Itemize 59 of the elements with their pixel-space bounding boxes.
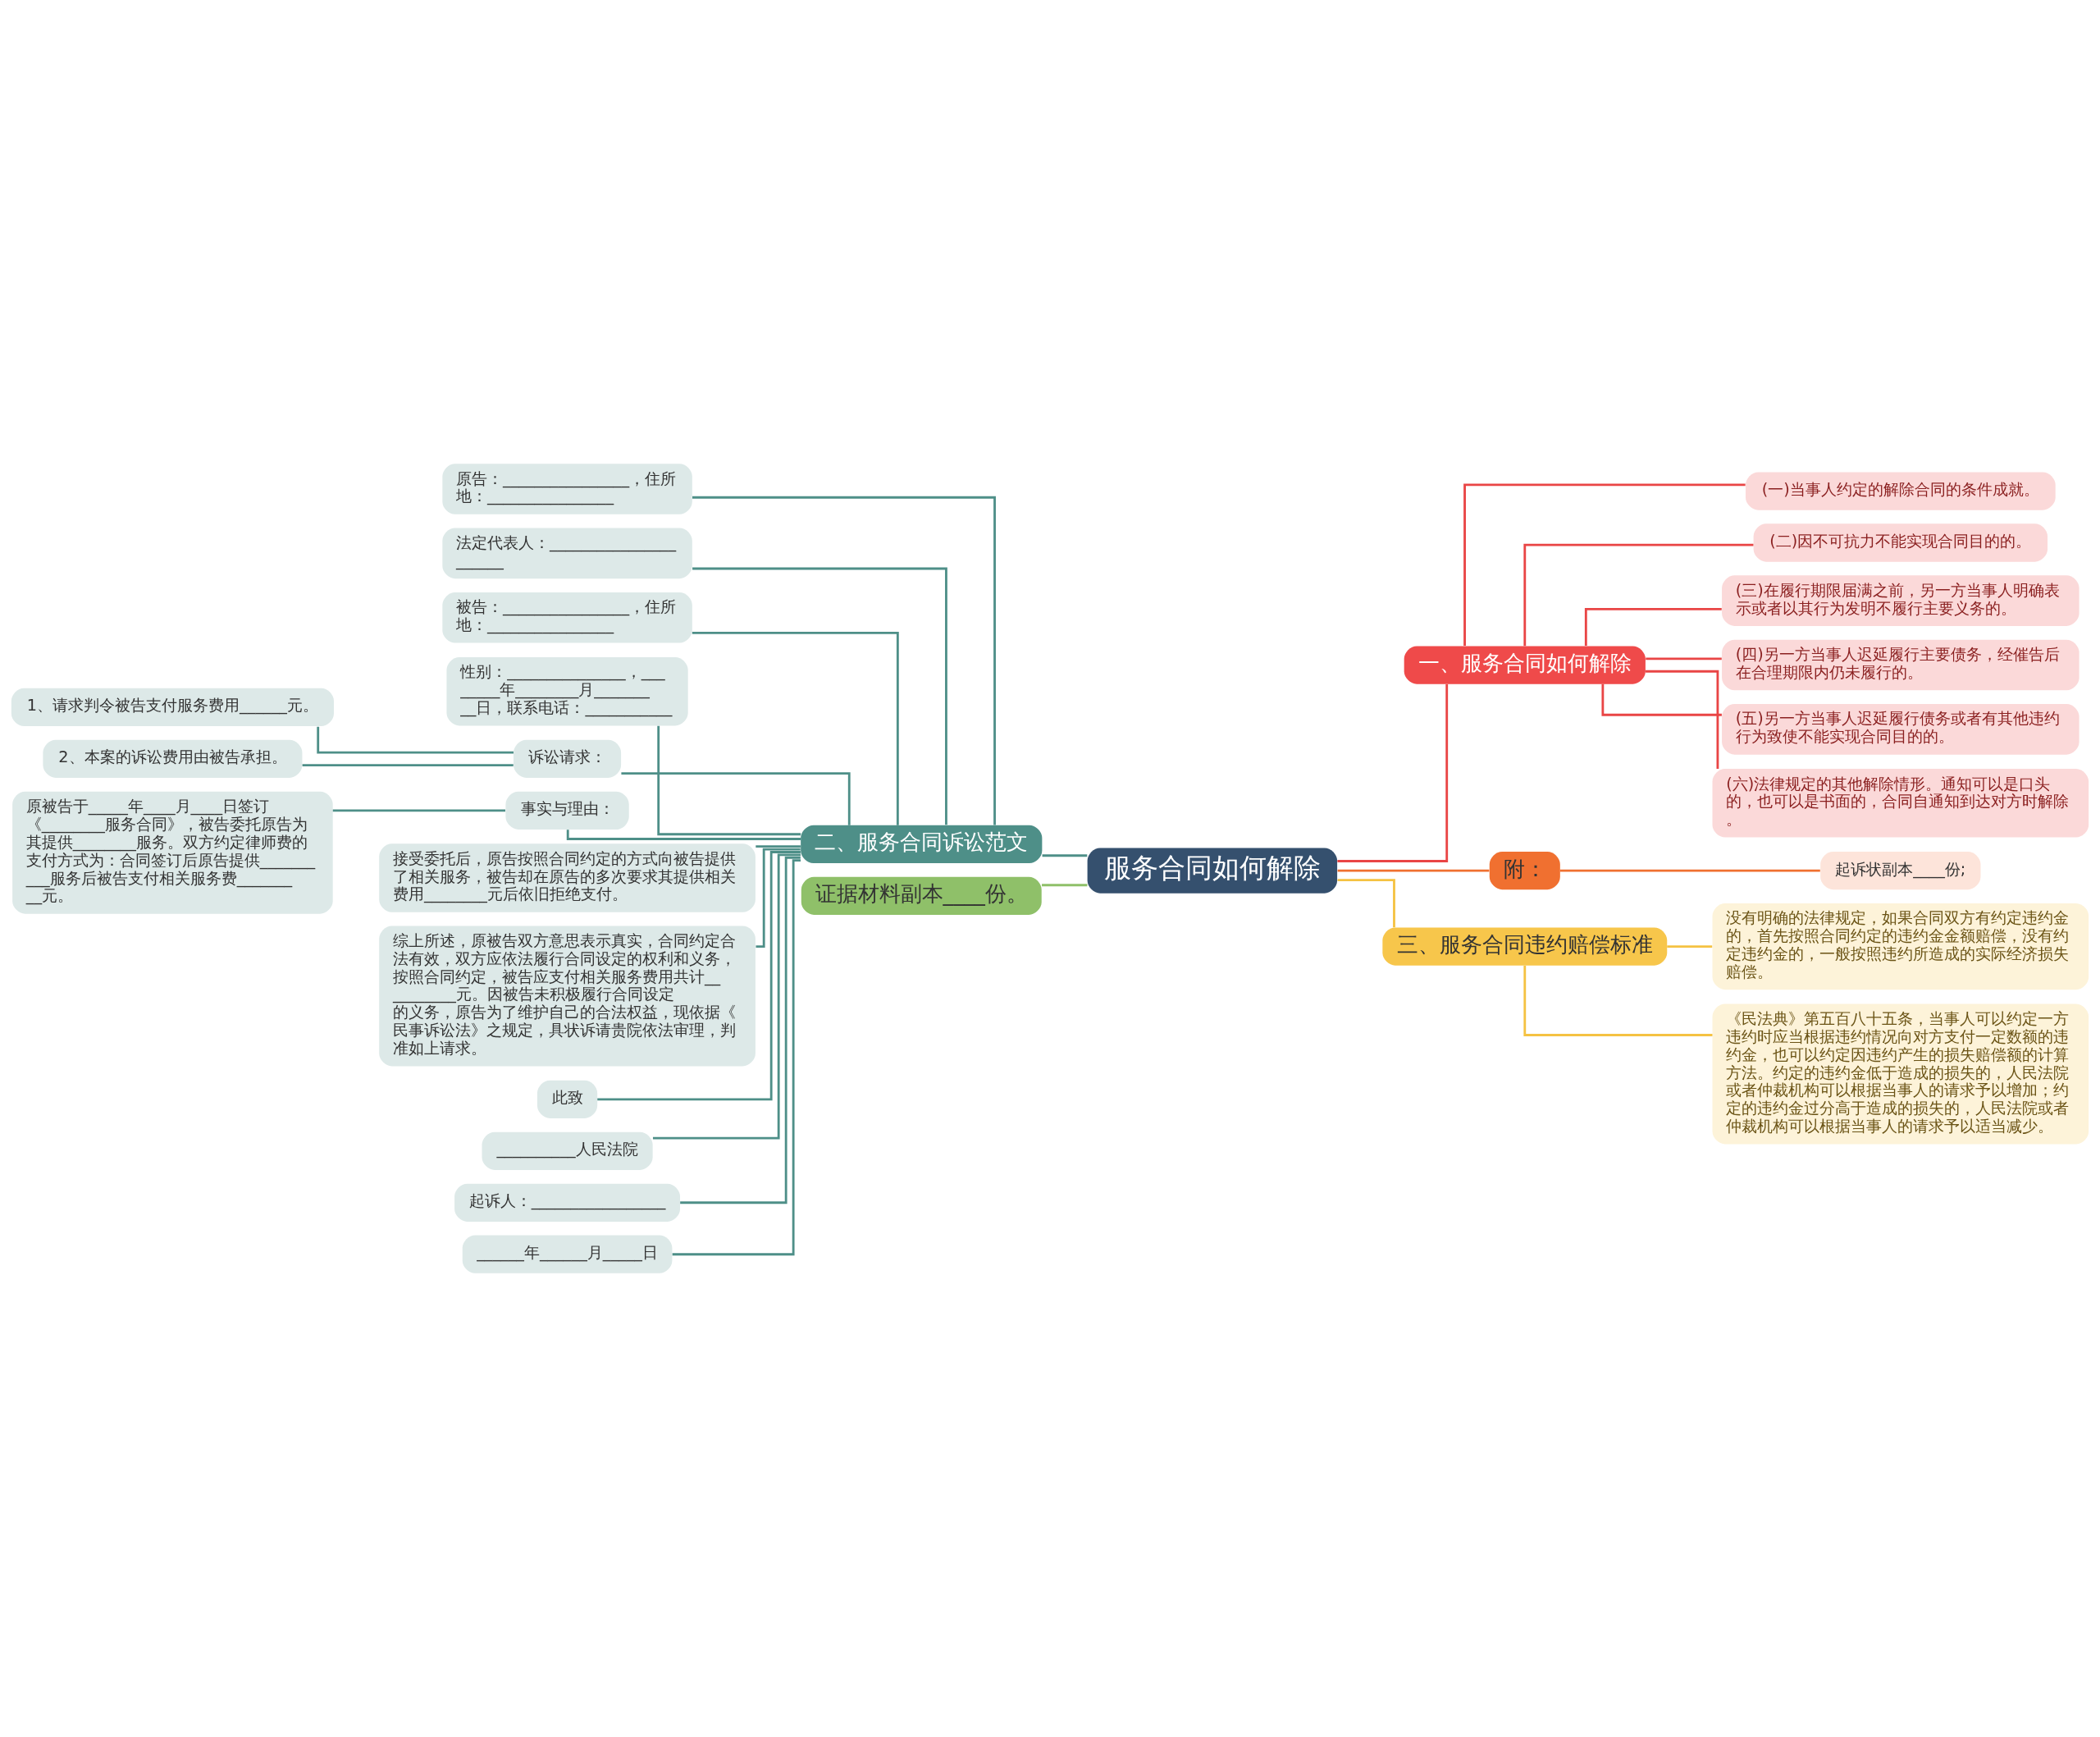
node-box: 此致 xyxy=(536,1080,598,1118)
node-box: 原告：________________，住所地：________________ xyxy=(442,464,692,514)
connector xyxy=(1559,869,1820,872)
connector xyxy=(657,725,801,836)
node-box: 诉讼请求： xyxy=(514,739,622,778)
connector xyxy=(317,726,514,754)
node-box: (五)另一方当事人迟延履行债务或者有其他违约行为致使不能实现合同目的的。 xyxy=(1722,704,2079,755)
connector xyxy=(652,853,801,1140)
connector xyxy=(1042,854,1088,857)
node-box: 附： xyxy=(1489,851,1560,890)
connector xyxy=(1337,869,1490,872)
connector xyxy=(1042,884,1088,887)
node-box: 性别：_______________，________年________月_________日，联系电话：___________ xyxy=(446,656,688,726)
node-box: 接受委托后，原告按照合同约定的方式向被告提供了相关服务，被告却在原告的多次要求其提供相关费用________元后依旧拒绝支付。 xyxy=(379,843,756,912)
node-box: ______年______月_____日 xyxy=(462,1235,673,1273)
connector xyxy=(1337,879,1395,928)
node-box: (六)法律规定的其他解除情形。通知可以是口头的，也可以是书面的，合同自通知到达对方时解除。 xyxy=(1712,769,2089,838)
connector xyxy=(1463,483,1746,646)
node-box: 起诉人：_________________ xyxy=(454,1183,681,1222)
node-box: 综上所述，原被告双方意思表示真实，合同约定合法有效，双方应依法履行合同设定的权利和义务，按照合同约定，被告应支付相关服务费用共计__________元。因被告未积极履行合同设定的义务，原告为了维护自己的合法权益，现依据《民事诉讼法》之规定，具状诉请贵院依法审理，判准如上请求。 xyxy=(379,926,756,1067)
node-box: (二)因不可抗力不能实现合同目的的。 xyxy=(1753,523,2048,562)
node-box: (一)当事人约定的解除合同的条件成就。 xyxy=(1745,472,2056,510)
node-box: 二、服务合同诉讼范文 xyxy=(801,825,1043,864)
connector xyxy=(597,851,801,1101)
connector xyxy=(756,848,801,948)
connector xyxy=(1667,945,1713,948)
connector xyxy=(1646,657,1722,661)
connector xyxy=(1523,543,1754,647)
connector xyxy=(692,496,996,825)
node-box: (三)在履行期限届满之前，另一方当事人明确表示或者以其行为发明不履行主要义务的。 xyxy=(1722,575,2079,626)
node-box: 1、请求判令被告支付服务费用______元。 xyxy=(11,688,334,727)
node-box: 2、本案的诉讼费用由被告承担。 xyxy=(43,739,303,778)
connector xyxy=(1601,683,1722,716)
node-box: 没有明确的法律规定，如果合同双方有约定违约金的，首先按照合同约定的违约金金额赔偿，没有约定违约金的，一般按照违约所造成的实际经济损失赔偿。 xyxy=(1712,903,2089,990)
node-box: 起诉状副本____份; xyxy=(1820,851,1981,890)
connector xyxy=(566,830,801,840)
connector xyxy=(1646,670,1719,770)
node-box: 一、服务合同如何解除 xyxy=(1404,646,1646,684)
node-box: 法定代表人：______________________ xyxy=(442,528,692,579)
node-box: 证据材料副本____份。 xyxy=(801,876,1042,916)
connector xyxy=(302,764,514,766)
connector xyxy=(1337,683,1449,862)
connector xyxy=(672,859,801,1256)
connector xyxy=(756,845,801,848)
connector xyxy=(1584,608,1722,647)
connector xyxy=(692,631,899,825)
node-box: 三、服务合同违约赔偿标准 xyxy=(1382,927,1668,966)
connector xyxy=(332,809,505,812)
node-box: 《民法典》第五百八十五条，当事人可以约定一方违约时应当根据违约情况向对方支付一定数额的违约金，也可以约定因违约产生的损失赔偿额的计算方法。约定的违约金低于造成的损失的，人民法院或者仲裁机构可以根据当事人的请求予以增加；约定的违约金过分高于造成的损失的，人民法院或者仲裁机构可以根据当事人的请求予以适当减少。 xyxy=(1712,1003,2089,1145)
connector xyxy=(680,856,801,1204)
node-box: (四)另一方当事人迟延履行主要债务，经催告后在合理期限内仍未履行的。 xyxy=(1722,639,2079,691)
node-box: 原被告于_____年____月____日签订《________服务合同》，被告委托原告为其提供________服务。双方约定律师费的支付方式为：合同签订后原告提供__________服务后被告支付相关服务费_________元。 xyxy=(12,791,333,914)
node-box: 服务合同如何解除 xyxy=(1087,848,1338,894)
node-box: 事实与理由： xyxy=(505,791,629,830)
node-box: 被告：________________，住所地：________________ xyxy=(442,592,692,643)
connector xyxy=(621,772,851,825)
node-box: __________人民法院 xyxy=(482,1131,653,1170)
connector xyxy=(1523,966,1713,1036)
connector xyxy=(692,567,947,825)
